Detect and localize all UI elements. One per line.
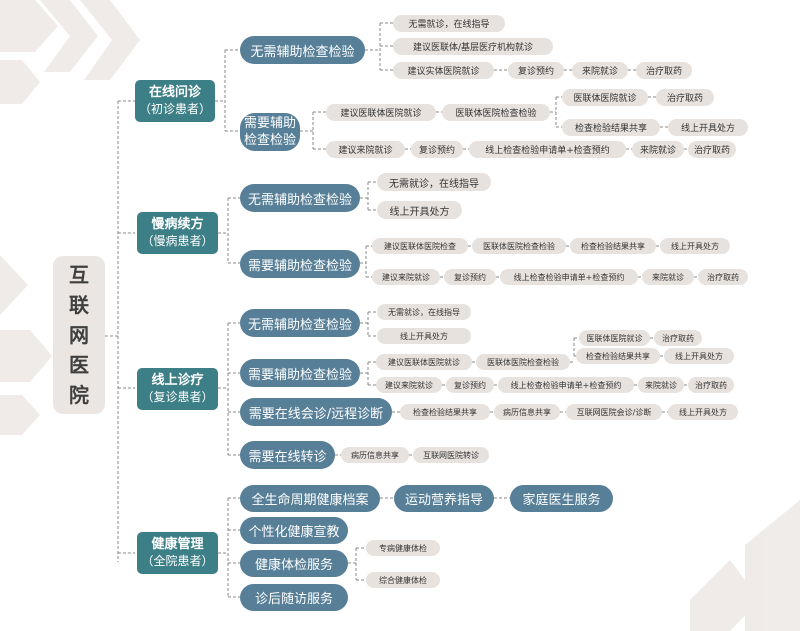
branch-need-aux-check: 需要辅助检查检验 — [240, 359, 360, 387]
leaf-node: 医联体医院检查检验 — [442, 104, 550, 121]
leaf-node: 线上开具处方 — [668, 404, 738, 420]
root-char: 院 — [69, 383, 89, 407]
leaf-node: 治疗取药 — [688, 141, 736, 158]
branch-online-consultation: 需要在线会诊/远程诊断 — [240, 398, 392, 426]
leaf-node: 检查检验结果共享 — [570, 238, 656, 254]
branch-follow-up: 诊后随访服务 — [240, 584, 348, 611]
category-subtitle: （初诊患者） — [138, 102, 211, 116]
leaf-node: 医联体医院检查检验 — [472, 238, 566, 254]
category-title: 线上诊疗 — [151, 373, 204, 388]
leaf-node: 建议来院就诊 — [376, 377, 442, 393]
leaf-node: 线上开具处方 — [668, 119, 748, 136]
branch-need-aux-check: 需要辅助检查检验 — [240, 113, 300, 151]
category-chronic-prescription: 慢病续方 （慢病患者） — [137, 212, 218, 254]
leaf-node: 来院就诊 — [638, 377, 684, 393]
leaf-node: 治疗取药 — [656, 89, 714, 106]
category-title: 慢病续方 — [151, 217, 204, 232]
category-title: 在线问诊 — [148, 85, 201, 100]
leaf-node: 检查检验结果共享 — [400, 404, 490, 420]
category-subtitle: （复诊患者） — [141, 390, 214, 404]
leaf-node: 无需就诊，在线指导 — [393, 15, 505, 32]
branch-sport-nutrition: 运动营养指导 — [394, 485, 494, 512]
leaf-node: 治疗取药 — [698, 269, 748, 285]
root-char: 联 — [69, 293, 89, 317]
category-online-treatment: 线上诊疗 （复诊患者） — [137, 368, 218, 410]
leaf-node: 专病健康体检 — [366, 540, 440, 556]
leaf-node: 复诊预约 — [411, 141, 463, 158]
leaf-node: 线上开具处方 — [660, 238, 730, 254]
leaf-node: 建议医联体医院就诊 — [376, 354, 472, 370]
leaf-node: 线上开具处方 — [377, 328, 471, 344]
branch-family-doctor: 家庭医生服务 — [510, 485, 613, 512]
category-subtitle: （慢病患者） — [141, 234, 214, 248]
branch-online-referral: 需要在线转诊 — [240, 441, 335, 469]
root-char: 医 — [69, 353, 89, 377]
leaf-node: 互联网医院转诊 — [413, 447, 489, 463]
leaf-node: 无需就诊，在线指导 — [377, 173, 491, 191]
leaf-node: 复诊预约 — [444, 269, 496, 285]
branch-health-education: 个性化健康宣教 — [240, 517, 348, 544]
branch-no-aux-check: 无需辅助检查检验 — [240, 184, 360, 212]
leaf-node: 病历信息共享 — [341, 447, 409, 463]
branch-health-checkup: 健康体检服务 — [240, 550, 348, 577]
leaf-node: 线上检查检验申请单+检查预约 — [498, 377, 634, 393]
leaf-node: 建议医联体医院就诊 — [326, 104, 436, 121]
leaf-node: 医联体医院就诊 — [579, 330, 650, 346]
leaf-node: 复诊预约 — [446, 377, 494, 393]
leaf-node: 来院就诊 — [572, 62, 628, 79]
leaf-node: 线上检查检验申请单+检查预约 — [500, 269, 638, 285]
leaf-node: 线上开具处方 — [377, 201, 462, 219]
leaf-node: 治疗取药 — [654, 330, 702, 346]
leaf-node: 治疗取药 — [688, 377, 734, 393]
leaf-node: 线上检查检验申请单+检查预约 — [469, 141, 626, 158]
category-title: 健康管理 — [151, 537, 204, 552]
leaf-node: 病历信息共享 — [494, 404, 560, 420]
leaf-node: 来院就诊 — [632, 141, 684, 158]
root-char: 互 — [69, 263, 89, 287]
leaf-node: 综合健康体检 — [366, 572, 440, 588]
root-node: 互 联 网 医 院 — [53, 256, 105, 414]
root-char: 网 — [69, 323, 89, 347]
leaf-node: 治疗取药 — [636, 62, 692, 79]
leaf-node: 医联体医院检查检验 — [476, 354, 570, 370]
leaf-node: 医联体医院就诊 — [562, 89, 648, 106]
leaf-node: 检查检验结果共享 — [562, 119, 660, 136]
branch-no-aux-check: 无需辅助检查检验 — [240, 309, 360, 337]
leaf-node: 建议医联体/基层医疗机构就诊 — [393, 38, 553, 55]
branch-no-aux-check: 无需辅助检查检验 — [240, 36, 365, 64]
leaf-node: 无需就诊，在线指导 — [377, 304, 471, 320]
leaf-node: 建议医联体医院检查 — [372, 238, 468, 254]
leaf-node: 来院就诊 — [642, 269, 694, 285]
leaf-node: 建议来院就诊 — [326, 141, 405, 158]
category-health-management: 健康管理 （全院患者） — [137, 532, 218, 574]
leaf-node: 复诊预约 — [508, 62, 564, 79]
category-online-consult: 在线问诊 （初诊患者） — [135, 80, 215, 122]
branch-health-archive: 全生命周期健康档案 — [240, 485, 380, 512]
leaf-node: 线上开具处方 — [664, 348, 734, 364]
branch-need-aux-check: 需要辅助检查检验 — [240, 250, 360, 278]
leaf-node: 建议来院就诊 — [372, 269, 440, 285]
category-subtitle: （全院患者） — [141, 554, 214, 568]
leaf-node: 建议实体医院就诊 — [393, 62, 494, 79]
leaf-node: 检查检验结果共享 — [576, 348, 660, 364]
leaf-node: 互联网医院会诊/诊断 — [566, 404, 662, 420]
